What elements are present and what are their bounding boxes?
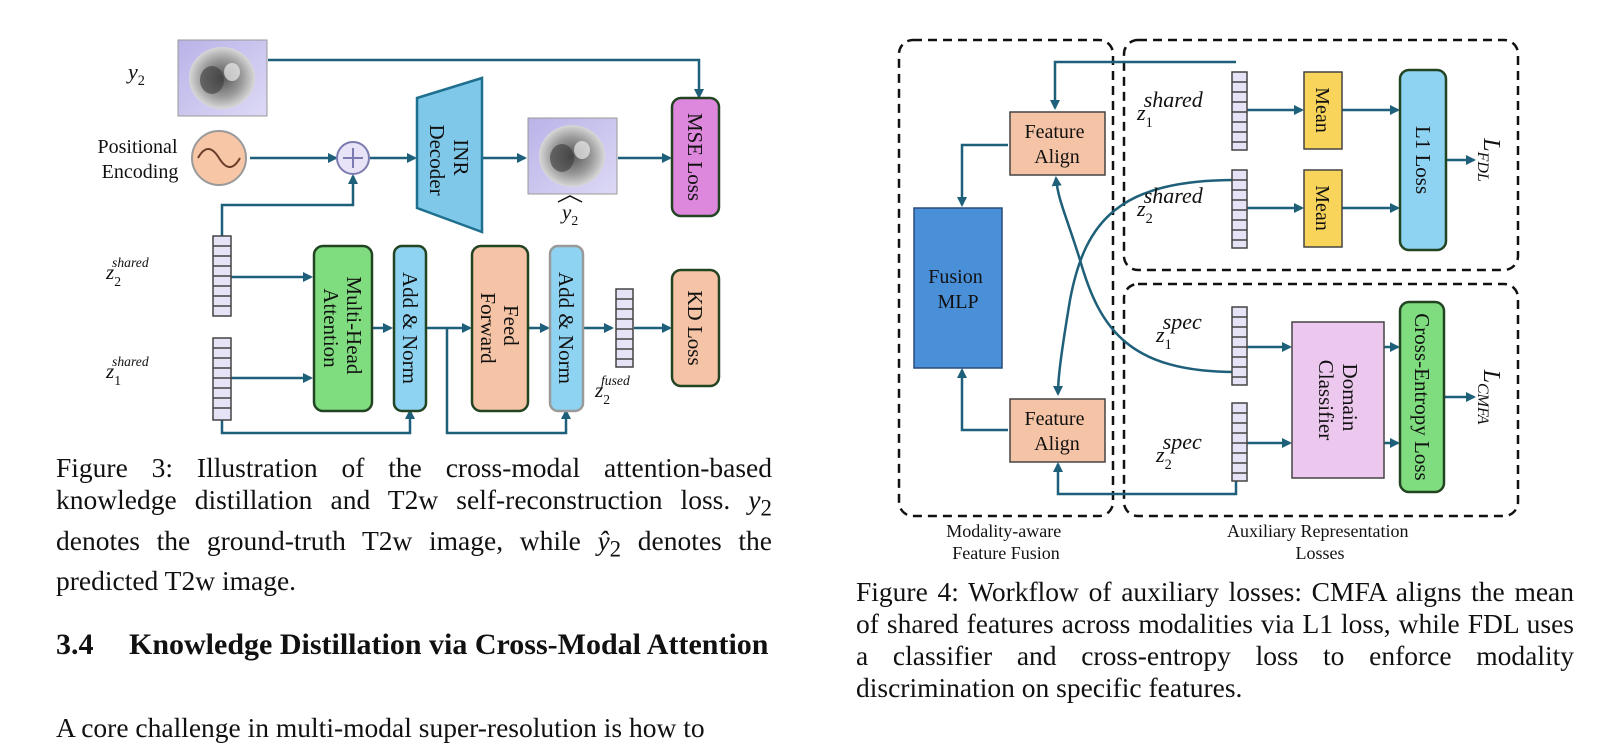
fig4-z2-spec-label: z2spec bbox=[1155, 429, 1202, 473]
fig4-z1-shared-label: z1shared bbox=[1136, 87, 1204, 131]
inr-decoder-block: INR Decoder bbox=[415, 76, 484, 234]
fig4-z1-spec-vector bbox=[1231, 306, 1248, 386]
svg-text:Mean: Mean bbox=[1311, 185, 1333, 231]
z2-fused-vector bbox=[615, 288, 634, 368]
positional-encoding-label: Positional Encoding bbox=[97, 136, 182, 183]
yhat-mri-image bbox=[527, 117, 618, 195]
svg-text:Mean: Mean bbox=[1311, 87, 1333, 133]
add-norm-1-block: Add & Norm bbox=[392, 244, 428, 413]
fig3-z1-shared-label: z1shared bbox=[105, 354, 149, 388]
fig3-z2-shared-label: z2shared bbox=[105, 255, 149, 289]
svg-text:L1 Loss: L1 Loss bbox=[1411, 126, 1435, 194]
y2-label: y2 bbox=[126, 59, 145, 89]
svg-text:Multi-Head Attention: Multi-Head Attention bbox=[319, 276, 366, 379]
fig4-z1-spec-label: z1spec bbox=[1155, 309, 1202, 353]
feature-align-top-block: Feature Align bbox=[1009, 111, 1106, 176]
yhat-hat-mark bbox=[557, 195, 583, 203]
fig4-z2-spec-vector bbox=[1231, 402, 1248, 482]
fusion-mlp-block: Fusion MLP bbox=[913, 207, 1003, 369]
domain-classifier-block: Domain Classifier bbox=[1291, 321, 1385, 479]
feature-align-bottom-block: Feature Align bbox=[1009, 398, 1106, 463]
section-heading: 3.4 Knowledge Distillation via Cross-Mod… bbox=[56, 628, 772, 662]
svg-text:Add & Norm: Add & Norm bbox=[398, 272, 422, 384]
add-operator-icon bbox=[336, 141, 370, 175]
multi-head-attention-block: Multi-Head Attention bbox=[312, 244, 374, 413]
mean-1-block: Mean bbox=[1303, 71, 1343, 150]
z2-fused-label: z2fused bbox=[594, 373, 630, 407]
modality-aware-group-label: Modality-aware Feature Fusion bbox=[946, 521, 1065, 563]
fdl-group bbox=[1122, 38, 1520, 272]
feed-forward-block: Feed Forward bbox=[470, 244, 530, 413]
section-number: 3.4 bbox=[56, 628, 94, 661]
mse-loss-block: MSE Loss bbox=[670, 96, 721, 218]
fig4-z2-shared-vector bbox=[1231, 169, 1248, 249]
figure-3 bbox=[220, 58, 704, 435]
l-cmfa-label: LCMFA bbox=[1474, 369, 1504, 425]
fig4-z1-shared-vector bbox=[1231, 71, 1248, 151]
fig3-z1-shared-vector bbox=[212, 337, 232, 421]
body-paragraph: A core challenge in multi-modal super-re… bbox=[56, 712, 705, 743]
svg-text:Feed Forward: Feed Forward bbox=[476, 292, 523, 364]
mean-2-block: Mean bbox=[1303, 169, 1343, 248]
figure-4-arrows bbox=[957, 60, 1476, 496]
fig4-z2-shared-label: z2shared bbox=[1136, 183, 1204, 227]
modality-aware-fusion-group bbox=[897, 38, 1115, 518]
yhat-label: y2 bbox=[560, 200, 578, 228]
svg-text:Add & Norm: Add & Norm bbox=[554, 272, 578, 384]
kd-loss-block: KD Loss bbox=[670, 268, 721, 388]
svg-text:Fusion MLP: Fusion MLP bbox=[928, 266, 987, 313]
cross-entropy-loss-block: Cross-Entropy Loss bbox=[1398, 300, 1446, 494]
svg-text:Cross-Entropy Loss: Cross-Entropy Loss bbox=[1410, 313, 1434, 480]
positional-encoding-icon bbox=[191, 130, 247, 186]
arrow-z2-to-plus bbox=[220, 174, 358, 236]
l1-loss-block: L1 Loss bbox=[1398, 68, 1448, 252]
cmfa-group bbox=[1122, 282, 1520, 518]
l-fdl-label: LFDL bbox=[1474, 137, 1504, 182]
svg-text:MSE Loss: MSE Loss bbox=[683, 113, 707, 201]
arrow-residual-1 bbox=[220, 409, 415, 435]
fig3-z2-shared-vector bbox=[212, 235, 232, 317]
figure-4-caption: Figure 4: Workflow of auxiliary losses: … bbox=[856, 576, 1574, 703]
svg-text:Domain Classifier: Domain Classifier bbox=[1314, 360, 1362, 440]
add-norm-2-block: Add & Norm bbox=[548, 244, 585, 413]
section-title: Knowledge Distillation via Cross-Modal A… bbox=[129, 628, 769, 661]
svg-text:KD Loss: KD Loss bbox=[683, 290, 707, 365]
svg-text:INR Decoder: INR Decoder bbox=[425, 124, 473, 195]
figure-3-caption: Figure 3: Illustration of the cross-moda… bbox=[56, 452, 772, 596]
auxiliary-losses-group-label: Auxiliary Representation Losses bbox=[1227, 521, 1413, 563]
svg-text:Feature Align: Feature Align bbox=[1025, 408, 1090, 455]
arrow-residual-2 bbox=[445, 328, 571, 435]
svg-text:Feature Align: Feature Align bbox=[1025, 121, 1090, 168]
y2-mri-image bbox=[177, 39, 268, 117]
arrow-y2-to-mse bbox=[268, 58, 704, 99]
